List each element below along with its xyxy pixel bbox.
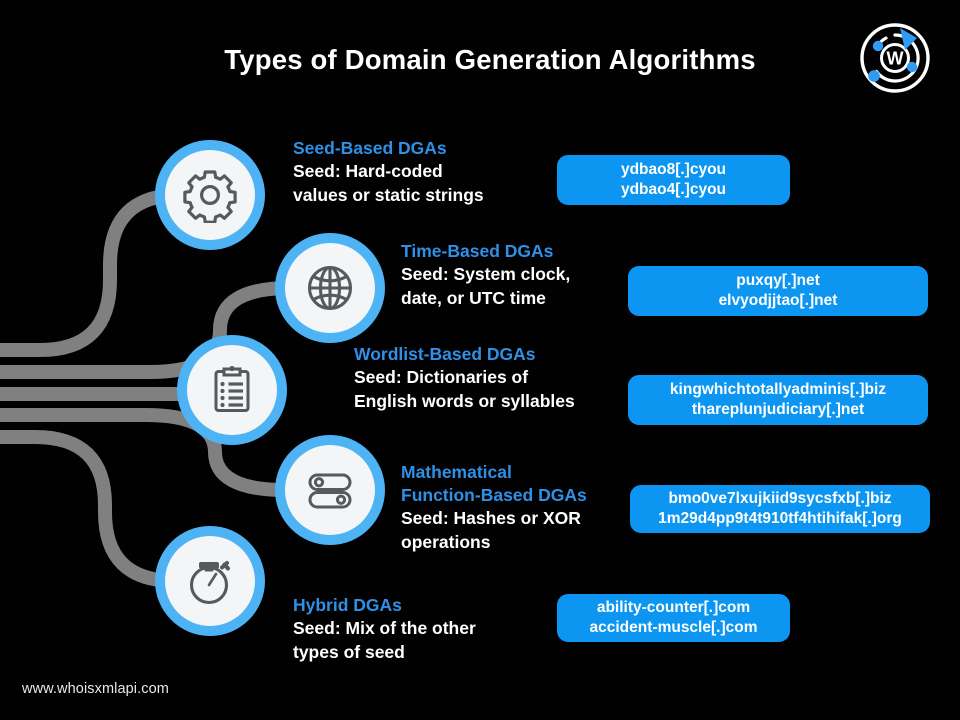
row-body: Seed: Hard-coded values or static string… — [293, 161, 484, 205]
node-circle-inner — [285, 445, 375, 535]
row-heading: Wordlist-Based DGAs — [354, 344, 536, 364]
row-body: Seed: Dictionaries of English words or s… — [354, 367, 575, 411]
node-circle-time-based[interactable] — [275, 233, 385, 343]
domain-text: accident-muscle[.]com — [589, 619, 758, 636]
text-block-seed-based: Seed-Based DGAs Seed: Hard-coded values … — [293, 137, 543, 207]
node-circle-seed-based[interactable] — [155, 140, 265, 250]
domain-text: elvyodjjtao[.]net — [718, 292, 838, 309]
node-circle-inner — [165, 150, 255, 240]
domain-text: ydbao4[.]cyou — [620, 181, 727, 198]
clipboard-list-icon — [214, 365, 250, 412]
node-circle-inner — [165, 536, 255, 626]
domain-badge-time-based[interactable]: puxqy[.]net elvyodjjtao[.]net — [628, 266, 928, 316]
node-circle-wordlist-based[interactable] — [177, 335, 287, 445]
domain-text: puxqy[.]net — [736, 272, 820, 289]
globe-icon — [307, 265, 353, 311]
row-heading: Hybrid DGAs — [293, 595, 402, 615]
domain-text: kingwhichtotallyadminis[.]biz — [669, 381, 887, 398]
row-heading: Time-Based DGAs — [401, 241, 554, 261]
node-circle-hybrid[interactable] — [155, 526, 265, 636]
domain-text: ability-counter[.]com — [596, 599, 751, 616]
pipe-row-4 — [0, 408, 335, 497]
row-heading: Mathematical Function-Based DGAs — [401, 462, 587, 505]
footer-url: www.whoisxmlapi.com — [22, 681, 169, 697]
domain-text: thareplunjudiciary[.]net — [691, 401, 865, 418]
domain-text: ydbao8[.]cyou — [620, 161, 727, 178]
gear-icon — [183, 170, 237, 223]
domain-badge-mathematical-function-based[interactable]: bmo0ve7lxujkiid9sycsfxb[.]biz 1m29d4pp9t… — [630, 485, 930, 533]
node-circle-mathematical-function-based[interactable] — [275, 435, 385, 545]
text-block-mathematical-function-based: Mathematical Function-Based DGAs Seed: H… — [401, 461, 641, 554]
row-body: Seed: Hashes or XOR operations — [401, 508, 581, 552]
server-racks-icon — [308, 473, 352, 509]
text-block-wordlist-based: Wordlist-Based DGAs Seed: Dictionaries o… — [354, 343, 634, 413]
logo-letter: W — [887, 49, 904, 69]
domain-text: bmo0ve7lxujkiid9sycsfxb[.]biz — [668, 490, 892, 507]
node-circle-inner — [285, 243, 375, 333]
domain-badge-wordlist-based[interactable]: kingwhichtotallyadminis[.]biz thareplunj… — [628, 375, 928, 425]
row-body: Seed: Mix of the other types of seed — [293, 618, 476, 662]
text-block-time-based: Time-Based DGAs Seed: System clock, date… — [401, 240, 651, 310]
row-body: Seed: System clock, date, or UTC time — [401, 264, 571, 308]
stopwatch-icon — [189, 561, 230, 605]
domain-text: 1m29d4pp9t4t910tf4htihifak[.]org — [658, 510, 902, 527]
row-heading: Seed-Based DGAs — [293, 138, 447, 158]
text-block-hybrid: Hybrid DGAs Seed: Mix of the other types… — [293, 594, 543, 664]
domain-badge-seed-based[interactable]: ydbao8[.]cyou ydbao4[.]cyou — [557, 155, 790, 205]
page-title: Types of Domain Generation Algorithms — [224, 44, 756, 75]
domain-badge-hybrid[interactable]: ability-counter[.]com accident-muscle[.]… — [557, 594, 790, 642]
pipe-row-1 — [0, 188, 215, 357]
pipe-row-5 — [0, 430, 215, 588]
whoisxmlapi-logo: W — [855, 18, 935, 98]
node-circle-inner — [187, 345, 277, 435]
